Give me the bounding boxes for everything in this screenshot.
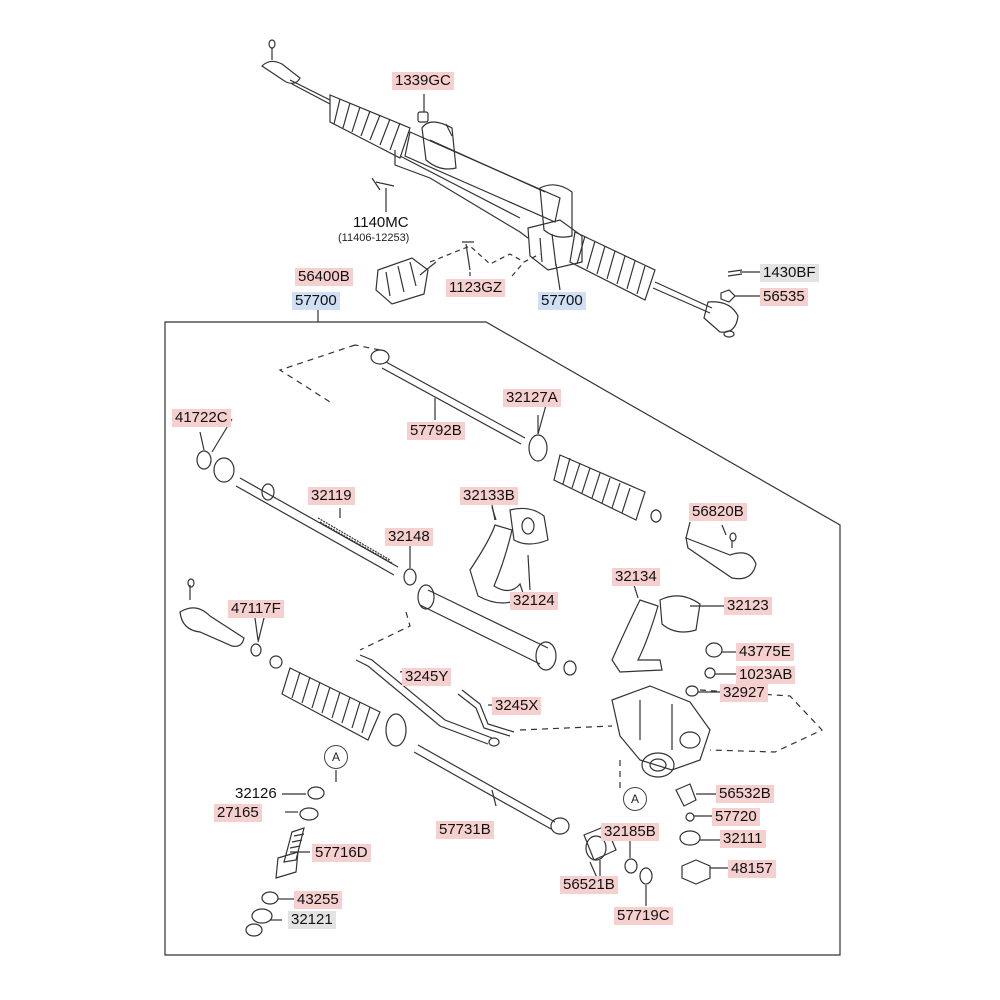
boot-left <box>281 667 381 741</box>
inner-tie-rod-upper <box>370 349 526 445</box>
part-label-56535[interactable]: 56535 <box>760 288 808 306</box>
part-label-32927[interactable]: 32927 <box>720 684 768 702</box>
part-label-57700-top[interactable]: 57700 <box>538 292 586 310</box>
part-label-43255[interactable]: 43255 <box>294 891 342 909</box>
part-label-27165[interactable]: 27165 <box>214 804 262 822</box>
valve-housing <box>611 685 711 778</box>
part-label-32119[interactable]: 32119 <box>308 487 355 505</box>
reference-marker-a-left: A <box>324 745 348 769</box>
part-label-1430BF[interactable]: 1430BF <box>760 264 819 282</box>
exploded-view-frame <box>164 308 841 956</box>
part-label-32127A[interactable]: 32127A <box>503 389 561 407</box>
part-label-32123[interactable]: 32123 <box>724 597 772 615</box>
part-label-48157[interactable]: 48157 <box>728 860 776 878</box>
part-label-47117F[interactable]: 47117F <box>228 600 284 618</box>
part-label-1023AB[interactable]: 1023AB <box>736 666 796 684</box>
part-label-57700-main[interactable]: 57700 <box>292 292 340 310</box>
part-label-57792B[interactable]: 57792B <box>407 422 465 440</box>
part-label-32111[interactable]: 32111 <box>720 830 766 848</box>
serial-range-note: (11406-12253) <box>338 232 410 244</box>
part-label-32185B[interactable]: 32185B <box>601 823 659 841</box>
part-label-57731B[interactable]: 57731B <box>436 821 494 839</box>
part-label-1140MC[interactable]: 1140MC <box>353 214 409 231</box>
part-label-1339GC[interactable]: 1339GC <box>392 72 454 90</box>
part-label-56532B[interactable]: 56532B <box>716 785 774 803</box>
part-label-32134[interactable]: 32134 <box>612 568 660 586</box>
part-label-3245X[interactable]: 3245X <box>492 697 542 715</box>
reference-marker-a-right: A <box>623 787 647 811</box>
part-label-43775E[interactable]: 43775E <box>736 643 794 661</box>
part-label-57716D[interactable]: 57716D <box>312 844 371 862</box>
part-label-32126[interactable]: 32126 <box>235 785 277 802</box>
boot-right <box>553 454 646 521</box>
steering-gear-assembly <box>261 39 760 338</box>
rack-bar <box>235 477 399 576</box>
part-label-1123GZ[interactable]: 1123GZ <box>446 279 506 297</box>
part-label-57719C[interactable]: 57719C <box>614 907 673 925</box>
part-label-3245Y[interactable]: 3245Y <box>402 668 452 686</box>
part-label-57720[interactable]: 57720 <box>712 808 760 826</box>
part-label-32133B[interactable]: 32133B <box>460 487 518 505</box>
part-label-32121[interactable]: 32121 <box>288 911 336 929</box>
part-label-56521B[interactable]: 56521B <box>560 876 618 894</box>
part-label-32124[interactable]: 32124 <box>510 592 558 610</box>
part-label-56820B[interactable]: 56820B <box>689 503 747 521</box>
part-label-41722C[interactable]: 41722C <box>172 409 231 427</box>
part-label-56400B[interactable]: 56400B <box>295 268 353 286</box>
part-label-32148[interactable]: 32148 <box>385 528 433 546</box>
